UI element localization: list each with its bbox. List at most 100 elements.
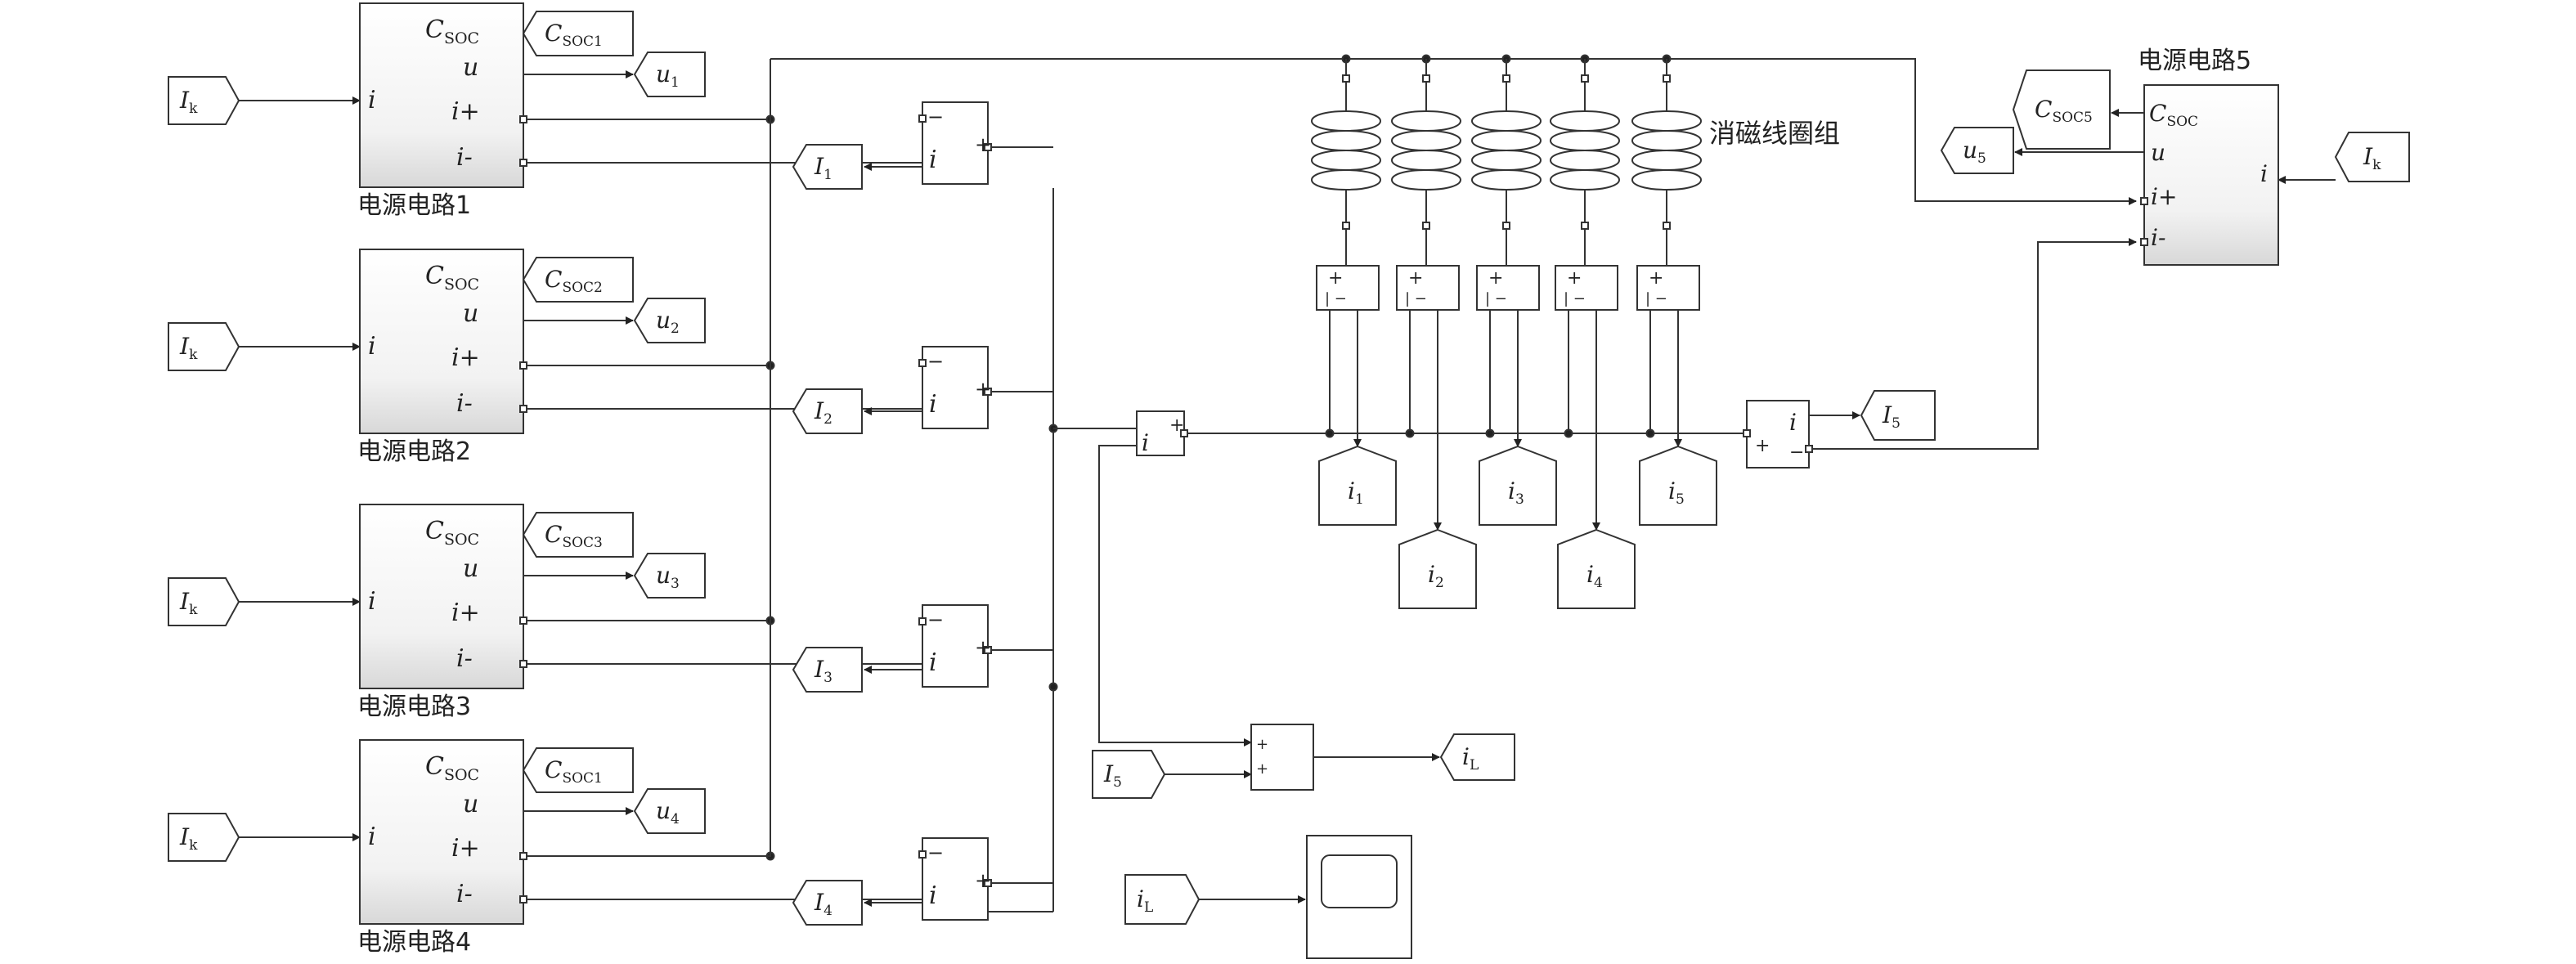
power-block-2-port-u: u (463, 299, 478, 328)
current-sensor-2-plus: + (975, 378, 991, 401)
coil-1-amm-minus: | − (1325, 290, 1347, 307)
port (984, 646, 992, 654)
sum-plus-1: + (1256, 736, 1268, 753)
coil-3-amm-plus: + (1488, 268, 1503, 289)
coil-4-amm-minus: | − (1564, 290, 1586, 307)
coil-2[interactable] (1391, 82, 1461, 226)
junction-dot (1405, 428, 1415, 438)
coil-4-ammeter[interactable] (1555, 265, 1618, 311)
port (519, 115, 527, 123)
coil-3-current-tag-label: i3 (1508, 478, 1524, 508)
power-block-2-ik-tag[interactable] (168, 322, 240, 371)
coil-3-ammeter[interactable] (1476, 265, 1540, 311)
port (1743, 429, 1751, 437)
port (918, 617, 927, 625)
port (1663, 74, 1671, 83)
power-block-3[interactable] (359, 504, 524, 689)
power-block-3-ik-tag-label: Ik (179, 588, 198, 618)
power-block-2-u-tag[interactable] (633, 298, 706, 343)
port (1342, 222, 1350, 230)
coil-1-current-tag[interactable] (1318, 445, 1397, 526)
power-block-5[interactable] (2143, 84, 2279, 266)
power-block-2-soc-tag-label: CSOC2 (545, 266, 603, 296)
current-sensor-4-port-i: i (929, 881, 937, 910)
coil-4-current-tag-label: i4 (1586, 561, 1603, 591)
coil-5-current-tag[interactable] (1639, 445, 1717, 526)
pb5-u-tag[interactable] (1940, 127, 2014, 174)
port (519, 852, 527, 860)
port (1502, 222, 1510, 230)
power-block-2-title: 电源电路2 (357, 437, 471, 466)
port (519, 895, 527, 903)
power-block-4-soc-tag[interactable] (522, 747, 634, 793)
power-block-1-ik-tag[interactable] (168, 76, 240, 125)
current-sensor-2-out-tag[interactable] (792, 388, 863, 434)
port (1422, 74, 1430, 83)
power-block-2[interactable] (359, 249, 524, 434)
coil-3-current-tag[interactable] (1479, 445, 1557, 526)
power-block-3-port-im: i- (456, 644, 473, 673)
power-block-4-u-tag[interactable] (633, 788, 706, 834)
power-block-2-soc-tag[interactable] (522, 257, 634, 303)
port (1663, 222, 1671, 230)
current-sensor-5[interactable] (1746, 400, 1810, 469)
il-out-tag-label: iL (1462, 743, 1479, 773)
coil-4[interactable] (1550, 82, 1620, 226)
power-block-3-u-tag[interactable] (633, 553, 706, 599)
coil-4-amm-plus: + (1567, 268, 1582, 289)
pb5-port-csoc: CSOC (2149, 100, 2198, 130)
pb5-port-ip: i+ (2151, 183, 2177, 210)
power-block-1-soc-tag[interactable] (522, 11, 634, 56)
pb5-ik-tag-label: Ik (2363, 143, 2381, 173)
current-sensor-2-out-tag-label: I2 (814, 397, 832, 428)
power-block-1-u-tag[interactable] (633, 52, 706, 97)
power-block-3-ik-tag[interactable] (168, 577, 240, 626)
power-block-2-u-tag-label: u2 (656, 307, 680, 337)
power-block-1-u-tag-label: u1 (656, 61, 680, 91)
power-block-4-port-ip: i+ (451, 834, 480, 863)
il-out-tag[interactable] (1439, 733, 1515, 781)
sum-block[interactable] (1250, 724, 1314, 791)
power-block-4[interactable] (359, 739, 524, 925)
sum-in-tag[interactable] (1092, 750, 1166, 799)
power-block-4-ik-tag[interactable] (168, 813, 240, 862)
port (519, 660, 527, 668)
coil-2-current-tag[interactable] (1398, 528, 1477, 609)
scope-in-tag[interactable] (1124, 874, 1200, 925)
coil-1[interactable] (1311, 82, 1381, 226)
coil-5[interactable] (1631, 82, 1702, 226)
current-sensor-4-minus: − (927, 841, 944, 864)
coil-5-amm-plus: + (1649, 268, 1663, 289)
power-block-4-port-u: u (463, 790, 478, 818)
cs5-plus: + (1755, 436, 1770, 456)
current-sensor-1-port-i: i (929, 146, 937, 174)
current-sensor-1-out-tag[interactable] (792, 144, 863, 190)
power-block-3-port-u: u (463, 554, 478, 583)
current-sensor-1-out-tag-label: I1 (814, 153, 832, 183)
pb5-soc-tag[interactable] (2012, 69, 2111, 150)
coil-3[interactable] (1471, 82, 1542, 226)
coil-5-ammeter[interactable] (1636, 265, 1700, 311)
power-block-3-port-i: i (368, 587, 376, 616)
port (2140, 197, 2148, 205)
coil-2-current-tag-label: i2 (1428, 561, 1444, 591)
power-block-3-soc-tag[interactable] (522, 512, 634, 558)
port (1342, 74, 1350, 83)
sensor5-out-tag[interactable] (1860, 390, 1936, 441)
pb5-ik-tag[interactable] (2334, 132, 2410, 182)
coil-1-ammeter[interactable] (1316, 265, 1380, 311)
coil-2-ammeter[interactable] (1396, 265, 1460, 311)
wire (523, 59, 771, 857)
current-sensor-3-out-tag[interactable] (792, 647, 863, 693)
coil-1-current-tag-label: i1 (1348, 478, 1364, 508)
coil-1-amm-plus: + (1328, 268, 1343, 289)
current-sensor-3-port-i: i (929, 648, 937, 677)
current-sensor-4-out-tag[interactable] (792, 880, 863, 926)
scope-in-tag-label: iL (1137, 886, 1153, 916)
pb5-port-i: i (2260, 160, 2268, 187)
power-block-4-port-csoc: CSOC (425, 752, 479, 784)
coil-4-current-tag[interactable] (1557, 528, 1636, 609)
power-block-1[interactable] (359, 2, 524, 188)
current-sensor-1[interactable] (922, 101, 989, 185)
